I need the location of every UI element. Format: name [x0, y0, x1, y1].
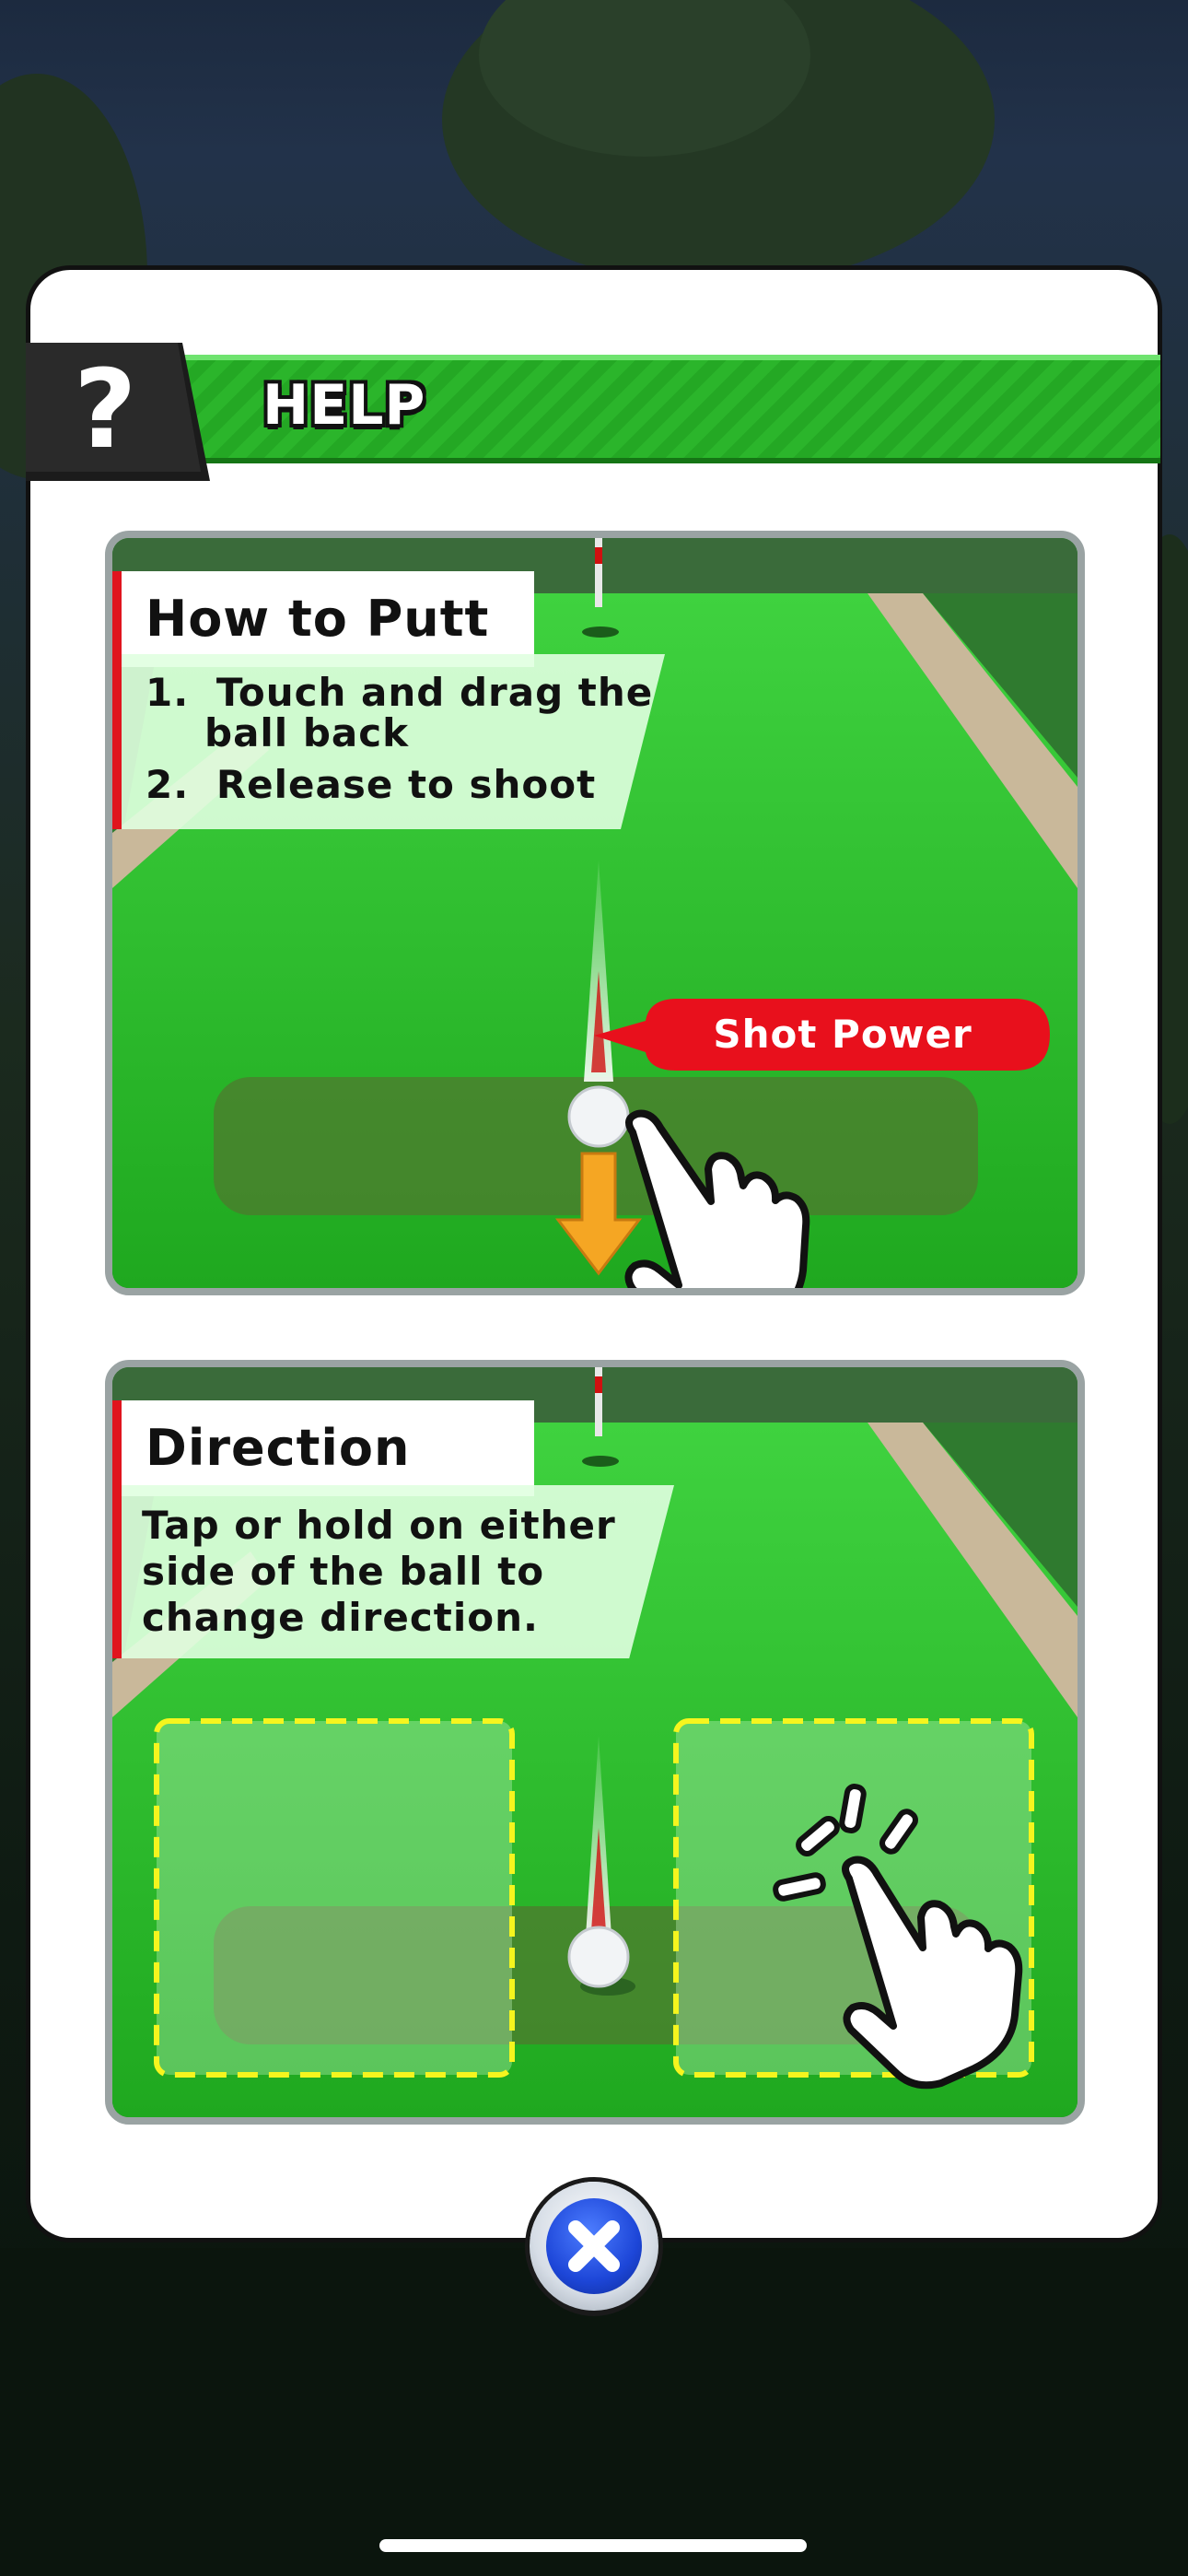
direction-line-3: change direction.	[142, 1595, 539, 1640]
step-2-text: Release to shoot	[215, 762, 597, 807]
step-2: 2. Release to shoot	[146, 765, 596, 805]
help-title: HELP	[262, 373, 426, 438]
direction-panel-title: Direction	[112, 1400, 534, 1496]
close-icon	[568, 2220, 620, 2272]
direction-line-1: Tap or hold on either	[142, 1503, 616, 1548]
direction-line-2: side of the ball to	[142, 1549, 545, 1594]
shot-power-label: Shot Power	[713, 1012, 973, 1057]
tap-burst-icon	[773, 1784, 918, 1902]
step-1-text: Touch and drag the	[215, 670, 654, 715]
help-header-bar	[180, 355, 1160, 463]
step-2-num: 2.	[146, 762, 190, 807]
step-1-cont: ball back	[204, 710, 410, 755]
step-1-num: 1.	[146, 670, 190, 715]
question-badge	[26, 343, 210, 481]
close-button[interactable]	[530, 2182, 658, 2311]
step-1: 1. Touch and drag the	[146, 673, 653, 713]
shot-power-callout-shape	[594, 999, 1050, 1071]
putt-panel-title: How to Putt	[112, 571, 534, 667]
home-indicator[interactable]	[379, 2539, 807, 2552]
drag-hand-icon	[624, 1109, 810, 1288]
direction-instructions: Tap or hold on either side of the ball t…	[112, 1485, 674, 1658]
putt-steps: 1. Touch and drag the ball back 2. Relea…	[112, 654, 665, 829]
close-button-face[interactable]	[546, 2198, 642, 2294]
question-mark-icon: ?	[74, 345, 137, 473]
tap-hand-icon	[842, 1856, 1023, 2090]
left-tap-zone[interactable]	[154, 1718, 515, 2078]
how-to-putt-panel	[105, 531, 1085, 1295]
